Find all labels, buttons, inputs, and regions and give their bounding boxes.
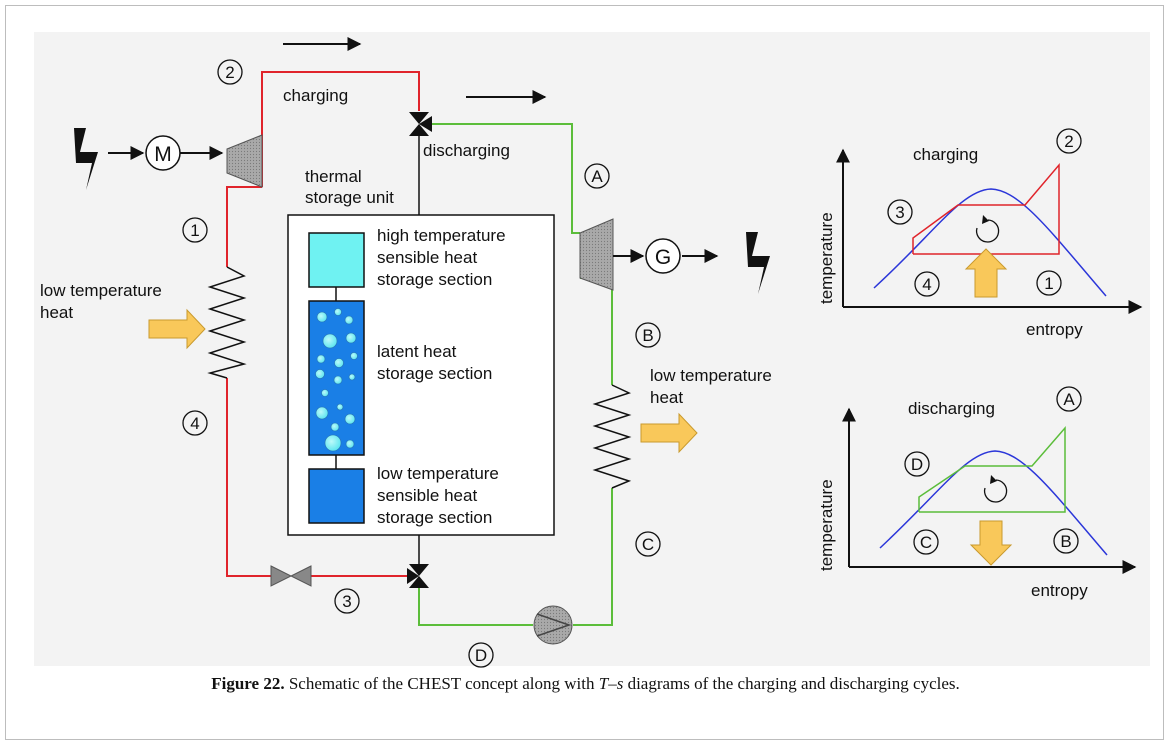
- charging-loop: [226, 71, 420, 577]
- ts-charging-xlabel: entropy: [1026, 320, 1083, 339]
- ts-discharging-rotation-head: [990, 475, 997, 484]
- lightning-output-icon: [746, 232, 770, 294]
- ts-charging-point-1: 1: [1044, 274, 1053, 293]
- ts-discharging-rotation-icon: [983, 479, 1008, 503]
- heat-in-label-line2: heat: [40, 303, 73, 322]
- diagram-background: [34, 32, 1150, 666]
- three-way-valve-bottom: [407, 564, 429, 588]
- ts-charging-cycle: [912, 162, 1060, 255]
- state-2-marker: [217, 59, 243, 85]
- heat-output-arrow: [640, 412, 698, 454]
- heat-out-label-line1: low temperature: [650, 366, 772, 385]
- latent-section-line1: latent heat: [377, 342, 457, 361]
- discharging-label: discharging: [423, 141, 510, 160]
- state-C-marker: [635, 531, 661, 557]
- low-temp-section-line3: storage section: [377, 508, 492, 527]
- lightning-input-icon: [74, 128, 98, 190]
- high-temp-section-line3: storage section: [377, 270, 492, 289]
- low-temp-section-line2: sensible heat: [377, 486, 477, 505]
- heat-in-label-line1: low temperature: [40, 281, 162, 300]
- low-temp-section-block: [308, 468, 365, 524]
- state-1-label: 1: [190, 221, 199, 240]
- motor-label: M: [154, 143, 172, 166]
- state-B-marker: [635, 322, 661, 348]
- heat-input-arrow: [148, 308, 206, 350]
- state-D-label: D: [475, 646, 487, 665]
- ts-discharging-point-C: C: [920, 533, 932, 552]
- caption-s: s: [616, 674, 624, 693]
- ts-charging-rotation-icon: [975, 219, 1000, 243]
- ts-charging-ylabel: temperature: [817, 212, 836, 304]
- motor: [145, 135, 181, 171]
- heat-exchanger-in: [207, 266, 247, 379]
- ts-diagram-discharging: discharging entropy temperature A D C B: [817, 386, 1137, 600]
- latent-section-line2: storage section: [377, 364, 492, 383]
- state-3-marker: [334, 588, 360, 614]
- state-4-label: 4: [190, 414, 199, 433]
- high-temp-section-line2: sensible heat: [377, 248, 477, 267]
- state-1-marker: [182, 217, 208, 243]
- state-2-label: 2: [225, 63, 234, 82]
- storage-unit-label-line2: storage unit: [305, 188, 394, 207]
- latent-bubbles: [315, 308, 358, 452]
- ts-charging-rotation-head: [982, 215, 989, 224]
- state-A-marker: [584, 163, 610, 189]
- state-D-marker: [468, 642, 494, 668]
- pump: [533, 605, 573, 645]
- ts-charging-point-4: 4: [922, 275, 931, 294]
- low-temp-section-line1: low temperature: [377, 464, 499, 483]
- generator-label: G: [655, 246, 671, 269]
- ts-charging-heat-arrow: [964, 248, 1008, 298]
- caption-t: T: [598, 674, 609, 693]
- ts-discharging-point-D: D: [911, 455, 923, 474]
- high-temp-section-block: [308, 232, 365, 288]
- ts-discharging-cycle: [918, 425, 1066, 513]
- heat-exchanger-out: [592, 384, 632, 489]
- caption-dash: –: [608, 674, 617, 693]
- compressor: [226, 134, 263, 188]
- expansion-valve: [270, 565, 312, 587]
- state-3-label: 3: [342, 592, 351, 611]
- state-B-label: B: [642, 326, 653, 345]
- ts-charging-point-3: 3: [895, 203, 904, 222]
- ts-discharging-point-A: A: [1063, 390, 1075, 409]
- caption-label: Figure 22.: [211, 674, 285, 693]
- charging-label: charging: [283, 86, 348, 105]
- ts-charging-title: charging: [913, 145, 978, 164]
- storage-unit-label-line1: thermal: [305, 167, 362, 186]
- ts-discharging-xlabel: entropy: [1031, 581, 1088, 600]
- caption-text-after: diagrams of the charging and discharging…: [623, 674, 960, 693]
- ts-charging-point-2: 2: [1064, 132, 1073, 151]
- ts-discharging-heat-arrow: [969, 520, 1013, 566]
- high-temp-section-line1: high temperature: [377, 226, 506, 245]
- ts-discharging-ylabel: temperature: [817, 479, 836, 571]
- heat-out-label-line2: heat: [650, 388, 683, 407]
- state-4-marker: [182, 410, 208, 436]
- generator: [645, 238, 681, 274]
- ts-discharging-title: discharging: [908, 399, 995, 418]
- state-C-label: C: [642, 535, 654, 554]
- ts-charging-dome: [873, 188, 1107, 297]
- ts-discharging-dome: [879, 450, 1108, 556]
- figure-caption: Figure 22. Schematic of the CHEST concep…: [0, 674, 1171, 694]
- ts-discharging-point-B: B: [1060, 532, 1071, 551]
- caption-text-before: Schematic of the CHEST concept along wit…: [284, 674, 599, 693]
- ts-diagram-charging: charging entropy temperature 2 3 4 1: [817, 128, 1143, 339]
- three-way-valve-top: [409, 112, 432, 136]
- turbine: [579, 218, 614, 291]
- state-A-label: A: [591, 167, 603, 186]
